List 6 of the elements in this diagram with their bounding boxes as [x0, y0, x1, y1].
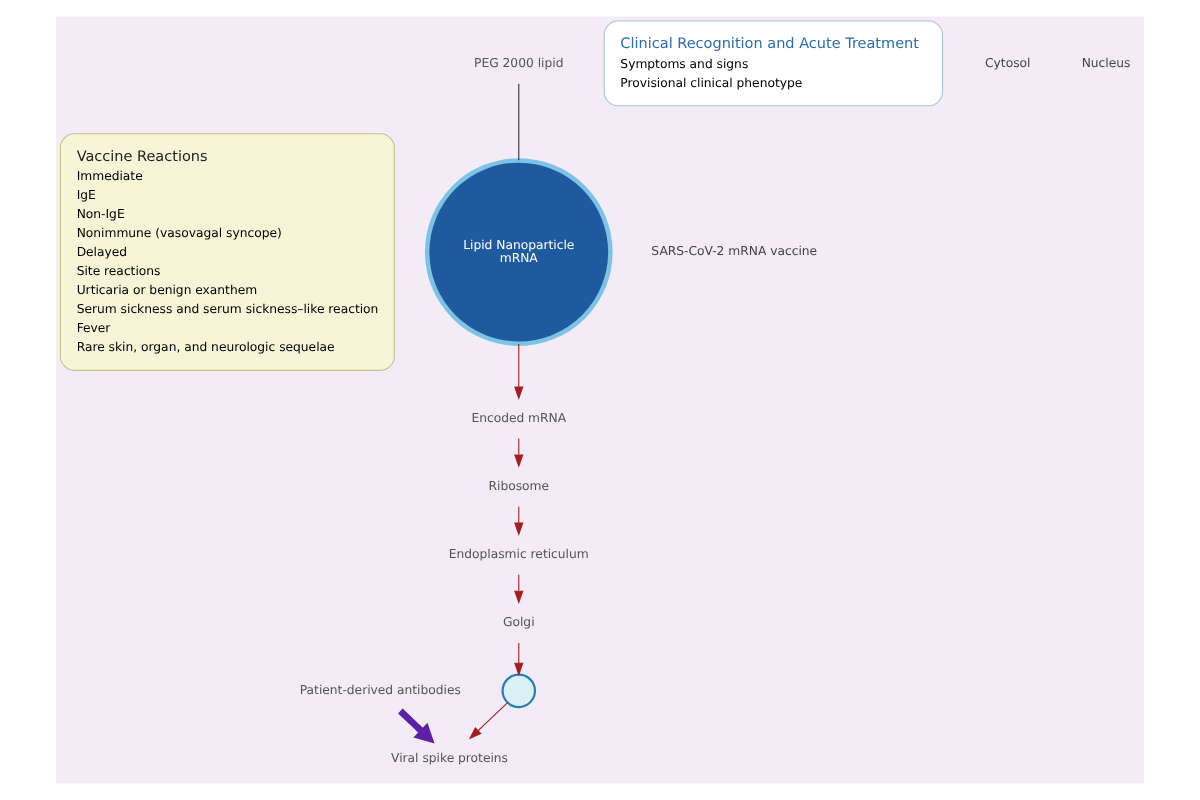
node-circle — [501, 673, 537, 709]
arrow — [468, 702, 508, 740]
arrow — [398, 708, 435, 744]
connector — [518, 83, 520, 161]
arrow — [514, 642, 524, 677]
arrow — [514, 343, 524, 400]
